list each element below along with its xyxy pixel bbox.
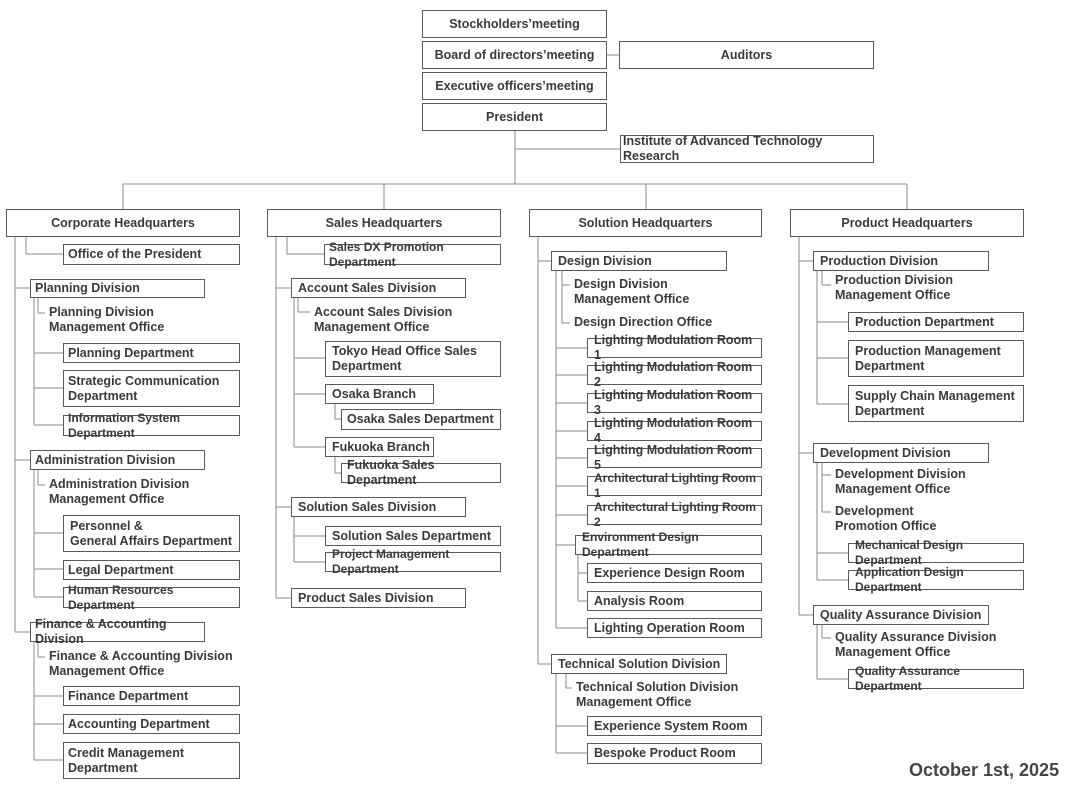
corporate-hq-box: Corporate Headquarters	[6, 209, 240, 237]
application-design-box: Application Design Department	[848, 565, 1024, 594]
technical-solution-division-box: Technical Solution Division	[551, 654, 727, 674]
fukuoka-branch-box: Fukuoka Branch	[325, 437, 434, 457]
architectural-lighting-room-1: Architectural Lighting Room 1	[587, 471, 762, 500]
experience-system-room: Experience System Room	[587, 716, 762, 736]
lighting-operation-room: Lighting Operation Room	[587, 618, 762, 638]
design-direction-label: Design Direction Office	[574, 315, 713, 329]
office-of-president-box: Office of the President	[63, 244, 240, 265]
administration-office-label: Administration Division Management Offic…	[49, 477, 190, 506]
experience-design-room: Experience Design Room	[587, 563, 762, 583]
administration-division-box: Administration Division	[30, 450, 205, 470]
solution-sales-division-box: Solution Sales Division	[291, 497, 466, 517]
solution-hq-box: Solution Headquarters	[529, 209, 762, 237]
development-promotion-label: Development Promotion Office	[835, 504, 937, 533]
strategic-communication-box: Strategic Communication Department	[63, 370, 240, 407]
human-resources-box: Human Resources Department	[63, 583, 240, 612]
product-hq-box: Product Headquarters	[790, 209, 1024, 237]
finance-office-label: Finance & Accounting Division Management…	[49, 649, 233, 678]
tokyo-sales-box: Tokyo Head Office Sales Department	[325, 341, 501, 377]
lighting-modulation-room-5: Lighting Modulation Room 5	[587, 443, 762, 472]
solution-sales-department-box: Solution Sales Department	[325, 526, 501, 546]
effective-date: October 1st, 2025	[909, 760, 1060, 780]
executive-meeting-box: Executive officers’meeting	[422, 72, 607, 100]
supply-chain-box: Supply Chain Management Department	[848, 385, 1024, 422]
president-box: President	[422, 103, 607, 131]
technical-office-label: Technical Solution Division Management O…	[576, 680, 739, 709]
institute-box: Institute of Advanced Technology Researc…	[620, 134, 874, 163]
design-office-label: Design Division Management Office	[574, 277, 690, 306]
analysis-room: Analysis Room	[587, 591, 762, 611]
development-division-box: Development Division	[813, 443, 989, 463]
project-management-box: Project Management Department	[325, 547, 501, 576]
production-management-box: Production Management Department	[848, 340, 1024, 377]
production-office-label: Production Division Management Office	[835, 273, 954, 302]
planning-department-box: Planning Department	[63, 343, 240, 363]
auditors-box: Auditors	[619, 41, 874, 69]
lighting-modulation-room-2: Lighting Modulation Room 2	[587, 360, 762, 389]
quality-assurance-division-box: Quality Assurance Division	[813, 605, 989, 625]
information-system-box: Information System Department	[63, 411, 240, 440]
development-office-label: Development Division Management Office	[835, 467, 966, 496]
credit-management-box: Credit Management Department	[63, 742, 240, 779]
finance-department-box: Finance Department	[63, 686, 240, 706]
stockholders-meeting-box: Stockholders’meeting	[422, 10, 607, 38]
architectural-lighting-room-2: Architectural Lighting Room 2	[587, 500, 762, 529]
quality-assurance-office-label: Quality Assurance Division Management Of…	[835, 630, 997, 659]
lighting-modulation-room-3: Lighting Modulation Room 3	[587, 388, 762, 417]
environment-design-box: Environment Design Department	[575, 530, 762, 559]
production-department-box: Production Department	[848, 312, 1024, 332]
planning-division-box: Planning Division	[30, 279, 205, 298]
account-office-label: Account Sales Division Management Office	[314, 305, 453, 334]
mechanical-design-box: Mechanical Design Department	[848, 538, 1024, 567]
sales-dx-box: Sales DX Promotion Department	[324, 240, 501, 269]
board-meeting-box: Board of directors’meeting	[422, 41, 607, 69]
accounting-department-box: Accounting Department	[63, 714, 240, 734]
design-division-box: Design Division	[551, 251, 727, 271]
production-division-box: Production Division	[813, 251, 989, 271]
osaka-sales-box: Osaka Sales Department	[341, 409, 501, 430]
product-sales-division-box: Product Sales Division	[291, 588, 466, 608]
lighting-modulation-room-4: Lighting Modulation Room 4	[587, 416, 762, 445]
lighting-modulation-room-1: Lighting Modulation Room 1	[587, 333, 762, 362]
fukuoka-sales-box: Fukuoka Sales Department	[341, 458, 501, 487]
osaka-branch-box: Osaka Branch	[325, 384, 434, 404]
planning-office-label: Planning Division Management Office	[49, 305, 165, 334]
sales-hq-box: Sales Headquarters	[267, 209, 501, 237]
finance-division-box: Finance & Accounting Division	[30, 617, 205, 646]
account-sales-division-box: Account Sales Division	[291, 278, 466, 298]
personnel-box: Personnel & General Affairs Department	[63, 515, 240, 552]
quality-assurance-department-box: Quality Assurance Department	[848, 664, 1024, 693]
legal-department-box: Legal Department	[63, 560, 240, 580]
bespoke-product-room: Bespoke Product Room	[587, 743, 762, 764]
